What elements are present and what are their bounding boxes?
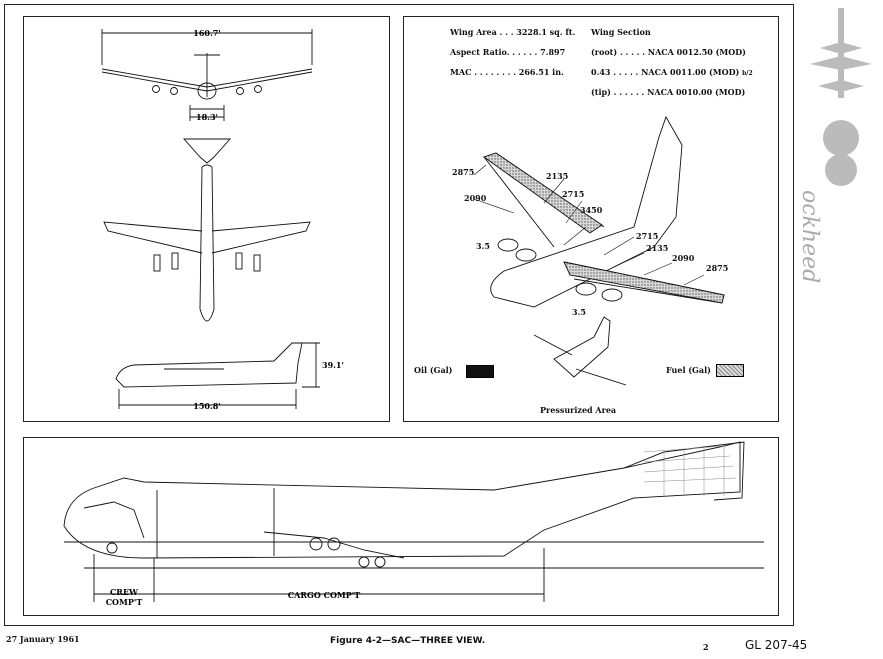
capacity-panel: Wing Area . . . 3228.1 sq. ft. Aspect Ra… xyxy=(403,16,779,422)
crew-label-line1: CREW xyxy=(110,587,139,597)
page-number: 2 xyxy=(703,642,709,652)
figure-caption: Figure 4-2—SAC—THREE VIEW. xyxy=(330,636,486,646)
crew-label-line2: COMP'T xyxy=(106,597,143,607)
oil-legend-swatch xyxy=(466,365,494,378)
capacity-label: 2875 xyxy=(452,167,474,177)
capacity-label: 2715 xyxy=(636,231,658,241)
cargo-label: CARGO COMP'T xyxy=(288,590,360,600)
three-view-panel: 160.7' 18.3' 39.1' 150.8' xyxy=(23,16,390,422)
capacity-label: 3.5 xyxy=(572,307,586,317)
tail-width-dimension: 18.3' xyxy=(196,112,218,122)
tip-section-text: (tip) . . . . . . NACA 0010.00 (MOD) xyxy=(591,87,746,97)
capacity-label: 2090 xyxy=(464,193,487,203)
length-dimension: 150.8' xyxy=(193,401,221,411)
three-view-drawing: 160.7' 18.3' 39.1' 150.8' xyxy=(101,28,344,411)
pressurized-area-label: Pressurized Area xyxy=(540,405,617,415)
root-section-text: (root) . . . . . NACA 0012.50 (MOD) xyxy=(591,47,746,57)
capacity-drawing: 2875 2135 2715 2090 3450 3.5 2715 2135 2… xyxy=(452,115,728,386)
wing-area-text: Wing Area . . . 3228.1 sq. ft. xyxy=(450,27,576,37)
aspect-ratio-text: Aspect Ratio. . . . . . 7.897 xyxy=(450,47,566,57)
capacity-label: 3450 xyxy=(580,205,603,215)
capacity-label: 2715 xyxy=(562,189,584,199)
oil-legend-label: Oil (Gal) xyxy=(414,365,453,375)
lockheed-logo-icon xyxy=(810,8,872,186)
capacity-label: 2875 xyxy=(706,263,728,273)
mid-section-text: 0.43 . . . . . NACA 0011.00 (MOD) b/2 xyxy=(591,67,753,77)
document-id: GL 207-45 xyxy=(745,638,808,652)
page-frame xyxy=(4,4,794,626)
cutaway-drawing: CREW COMP'T CARGO COMP'T xyxy=(63,441,764,607)
height-dimension: 39.1' xyxy=(322,360,344,370)
capacity-label: 2135 xyxy=(546,171,568,181)
span-dimension: 160.7' xyxy=(193,28,221,38)
footer-date: 27 January 1961 xyxy=(6,634,80,644)
lockheed-wordmark: ockheed xyxy=(797,190,822,284)
cutaway-panel: CREW COMP'T CARGO COMP'T xyxy=(23,437,779,616)
fuel-legend-label: Fuel (Gal) xyxy=(666,365,711,375)
capacity-label: 2135 xyxy=(646,243,668,253)
fuel-legend-swatch xyxy=(716,364,744,377)
mac-text: MAC . . . . . . . . 266.51 in. xyxy=(450,67,564,77)
wing-section-title: Wing Section xyxy=(591,27,651,37)
capacity-label: 3.5 xyxy=(476,241,490,251)
capacity-label: 2090 xyxy=(672,253,695,263)
